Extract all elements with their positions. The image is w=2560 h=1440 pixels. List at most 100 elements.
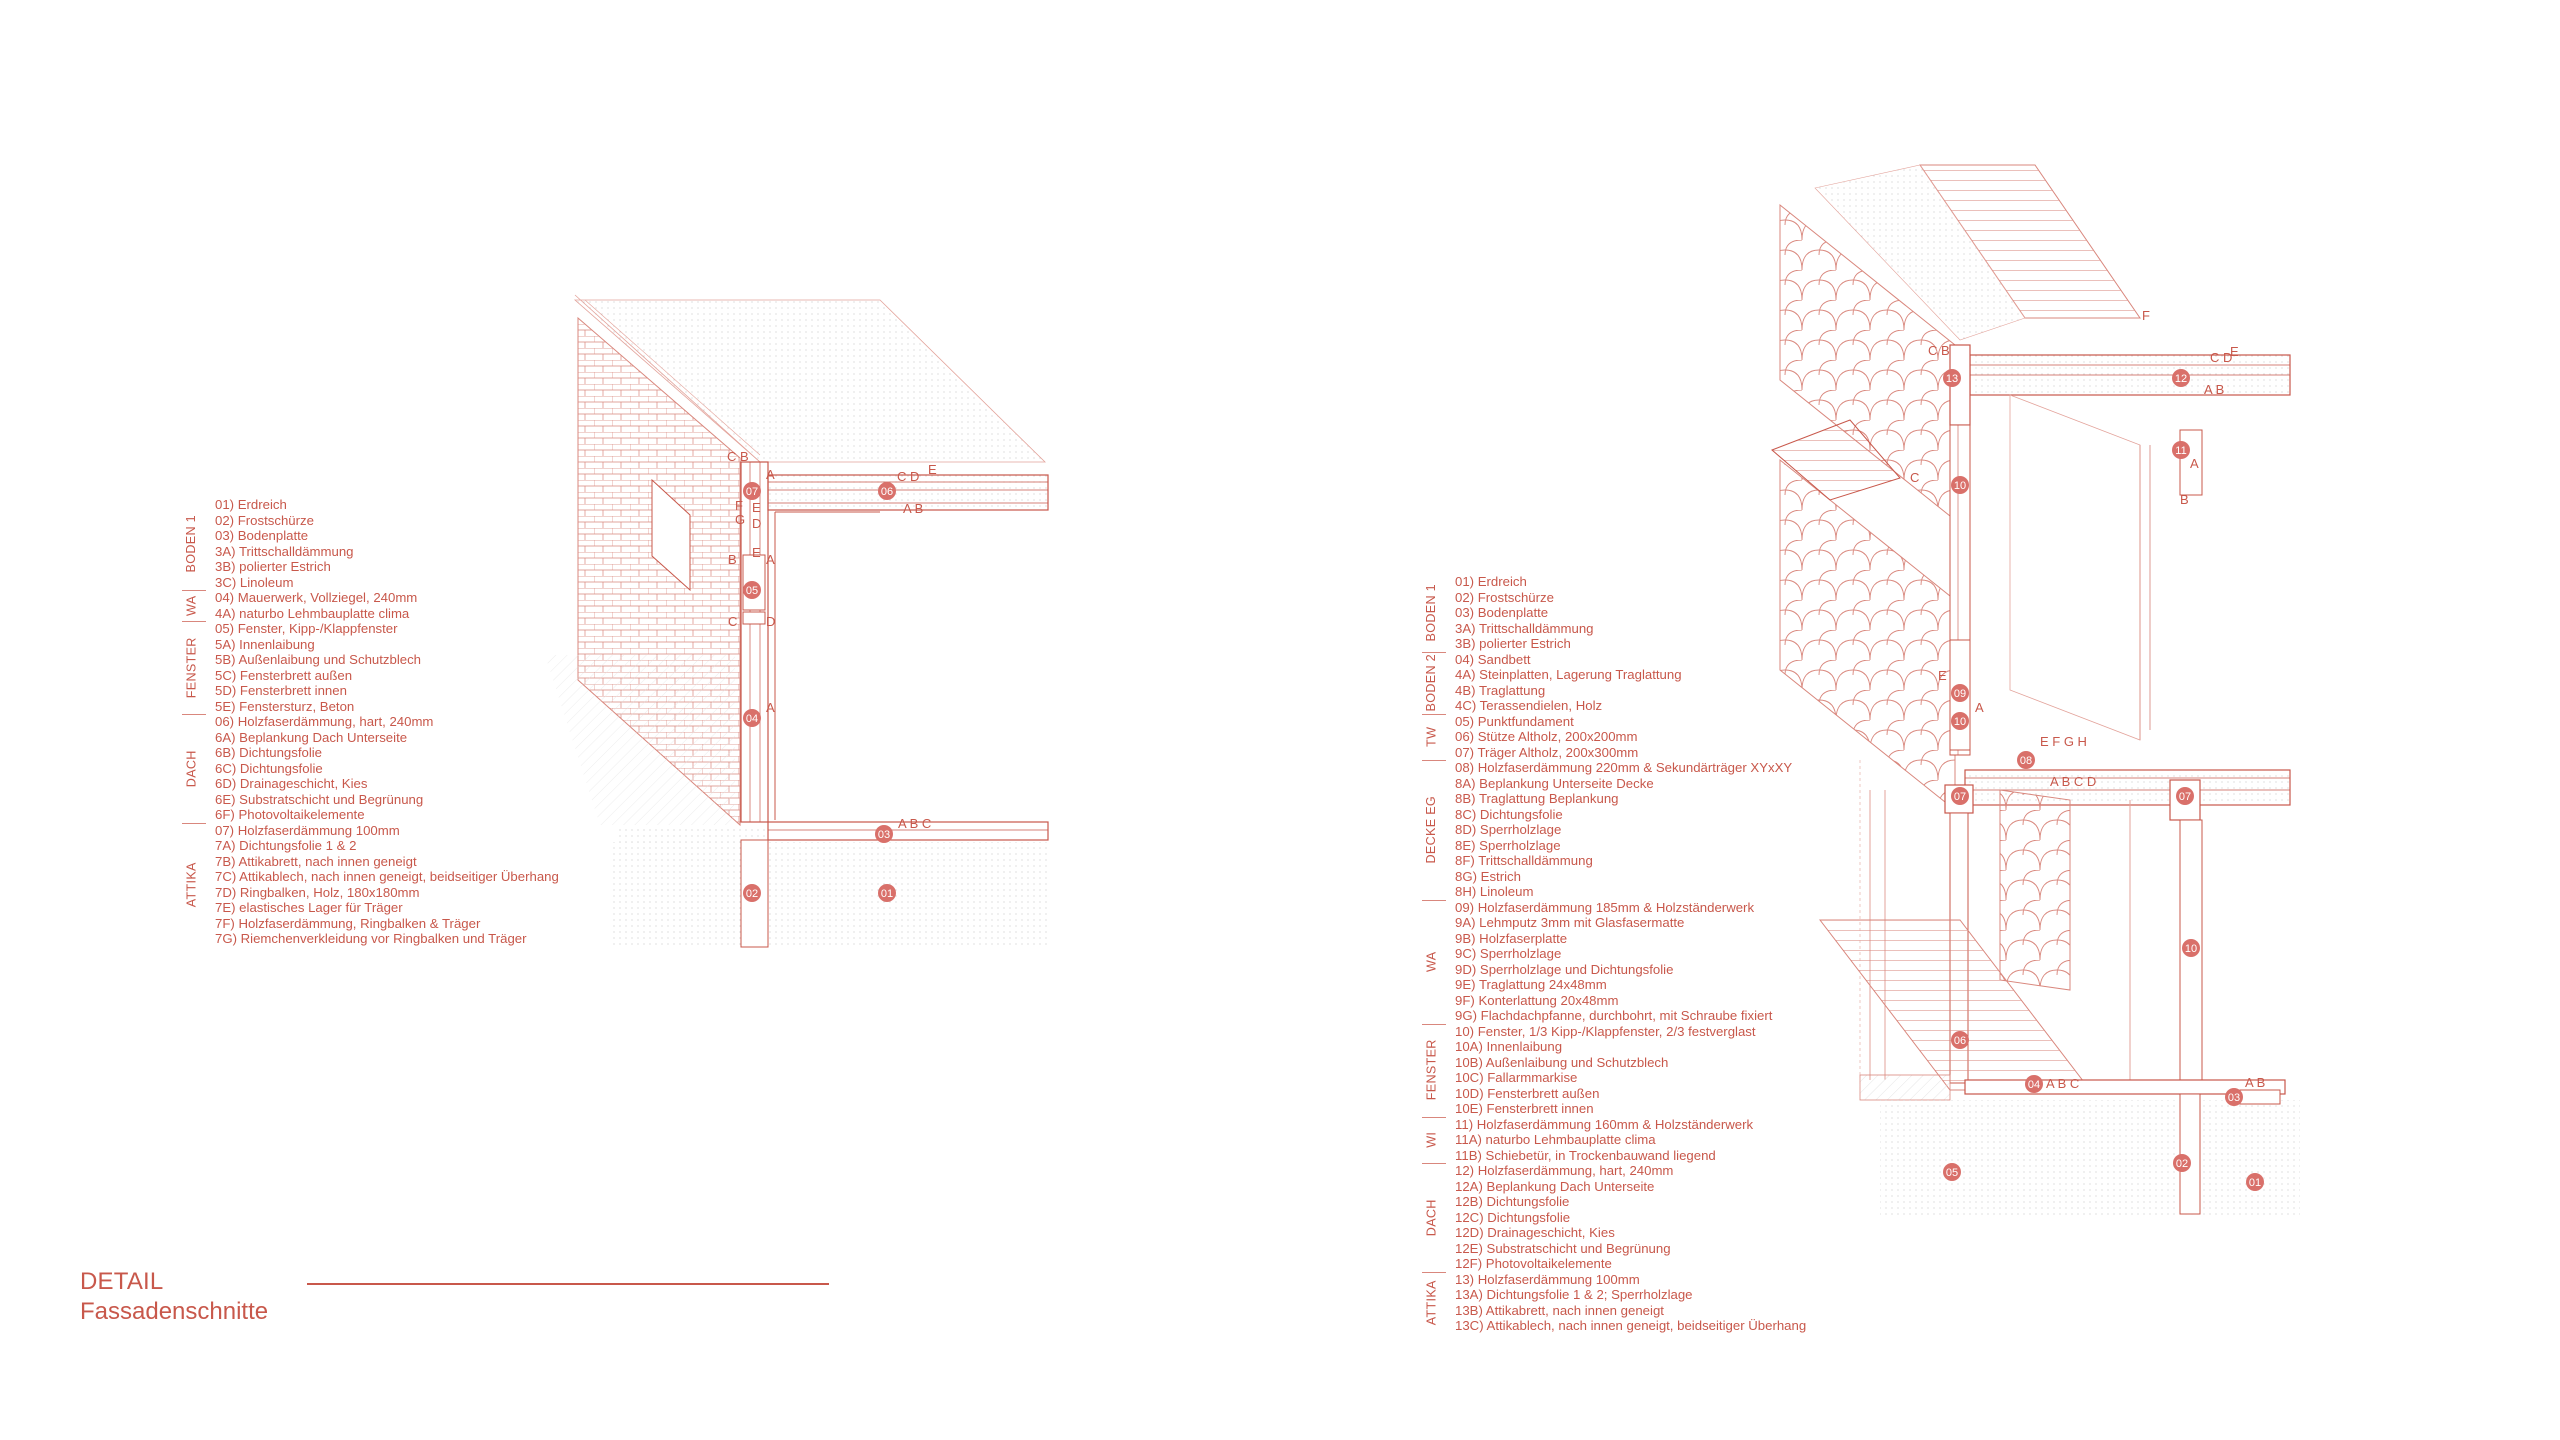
- legend-group-label-text: TW: [1424, 726, 1439, 747]
- svg-text:E: E: [1938, 668, 1947, 683]
- legend-item: 10B) Außenlaibung und Schutzblech: [1455, 1054, 1669, 1070]
- legend-group-label-text: DECKE EG: [1424, 796, 1439, 864]
- legend-group-label-text: BODEN 2: [1424, 653, 1439, 712]
- svg-text:B: B: [728, 552, 737, 567]
- legend-item: 13) Holzfaserdämmung 100mm: [1455, 1271, 1640, 1287]
- legend-item: 11A) naturbo Lehmbauplatte clima: [1455, 1132, 1656, 1147]
- legend-item: 7E) elastisches Lager für Träger: [215, 900, 403, 915]
- svg-text:A B: A B: [903, 501, 923, 516]
- legend-item: 06) Stütze Altholz, 200x200mm: [1455, 729, 1638, 744]
- svg-text:05: 05: [1946, 1167, 1958, 1179]
- legend-group-label: TW: [1422, 714, 1442, 761]
- legend-group-label: BODEN 1: [1422, 574, 1442, 652]
- legend-group-label: BODEN 1: [182, 497, 202, 590]
- legend-group-label: ATTIKA: [1422, 1272, 1442, 1334]
- legend-item: 13C) Attikablech, nach innen geneigt, be…: [1455, 1318, 1807, 1333]
- legend-item: 10D) Fensterbrett außen: [1455, 1085, 1600, 1101]
- legend-group-label: ATTIKA: [182, 823, 202, 947]
- svg-text:F: F: [2142, 308, 2150, 323]
- svg-text:10: 10: [1954, 716, 1966, 728]
- legend-item: 8D) Sperrholzlage: [1455, 822, 1562, 837]
- svg-text:04: 04: [746, 713, 758, 725]
- legend-item: 06) Holzfaserdämmung, hart, 240mm: [215, 714, 434, 729]
- legend-item: 8F) Trittschalldämmung: [1455, 853, 1593, 868]
- svg-text:01: 01: [881, 888, 893, 900]
- right-section-drawing: 01 02 03 04 05 06 07 07 08 09 10 10 10 1…: [1771, 164, 2300, 1215]
- svg-text:02: 02: [746, 888, 758, 900]
- legend-item: 9D) Sperrholzlage und Dichtungsfolie: [1455, 961, 1674, 977]
- legend-item: 9E) Traglattung 24x48mm: [1455, 977, 1607, 992]
- legend-item: 5E) Fenstersturz, Beton: [215, 698, 355, 714]
- legend-item: 7A) Dichtungsfolie 1 & 2: [215, 838, 357, 853]
- left-section-drawing: 01 02 03 04 05 06 07 A B C A B C D E C B…: [545, 294, 1049, 948]
- legend-group-label: WA: [1422, 900, 1442, 1024]
- legend-item: 8E) Sperrholzlage: [1455, 837, 1561, 853]
- legend-item: 3A) Trittschalldämmung: [1455, 620, 1594, 636]
- svg-text:C B: C B: [1928, 343, 1950, 358]
- legend-item: 05) Punktfundament: [1455, 713, 1574, 729]
- svg-text:A: A: [2190, 456, 2199, 471]
- legend-item: 9A) Lehmputz 3mm mit Glasfasermatte: [1455, 915, 1685, 930]
- legend-group-label-text: WA: [184, 595, 199, 616]
- legend-item: 07) Holzfaserdämmung 100mm: [215, 822, 400, 838]
- legend-item: 6D) Drainageschicht, Kies: [215, 776, 368, 791]
- legend-item: 10) Fenster, 1/3 Kipp-/Klappfenster, 2/3…: [1455, 1023, 1756, 1039]
- legend-item: 02) Frostschürze: [215, 512, 314, 528]
- svg-text:D: D: [752, 516, 761, 531]
- svg-text:02: 02: [2176, 1158, 2188, 1170]
- legend-item: 05) Fenster, Kipp-/Klappfenster: [215, 621, 398, 636]
- title-block: DETAIL Fassadenschnitte: [80, 1267, 268, 1327]
- legend-group-label-text: ATTIKA: [184, 862, 199, 907]
- svg-text:F: F: [735, 498, 743, 513]
- legend-item: 3B) polierter Estrich: [1455, 636, 1571, 651]
- legend-item: 5C) Fensterbrett außen: [215, 667, 353, 683]
- legend-item: 5D) Fensterbrett innen: [215, 683, 347, 698]
- svg-text:03: 03: [2228, 1092, 2240, 1104]
- legend-item: 5B) Außenlaibung und Schutzblech: [215, 652, 422, 667]
- svg-text:10: 10: [1954, 480, 1966, 492]
- legend-group-label-text: DACH: [1424, 1198, 1439, 1236]
- legend-item: 01) Erdreich: [1455, 574, 1527, 589]
- svg-text:06: 06: [881, 486, 893, 498]
- svg-text:A: A: [766, 700, 775, 715]
- legend-group-label-text: WI: [1424, 1131, 1439, 1148]
- legend-item: 6C) Dichtungsfolie: [215, 760, 323, 776]
- svg-text:07: 07: [1954, 791, 1966, 803]
- legend-item: 6E) Substratschicht und Begrünung: [215, 791, 424, 807]
- legend-item: 12E) Substratschicht und Begrünung: [1455, 1240, 1671, 1256]
- svg-text:A: A: [1975, 700, 1984, 715]
- svg-text:07: 07: [2179, 791, 2191, 803]
- legend-item: 6A) Beplankung Dach Unterseite: [215, 729, 408, 745]
- legend-item: 12C) Dichtungsfolie: [1455, 1209, 1571, 1225]
- legend-group-label: WI: [1422, 1117, 1442, 1164]
- svg-text:C D: C D: [897, 469, 919, 484]
- legend-group-label-text: BODEN 1: [1424, 584, 1439, 642]
- legend-item: 7C) Attikablech, nach innen geneigt, bei…: [215, 869, 559, 884]
- svg-text:A B: A B: [2204, 382, 2224, 397]
- legend-group-label-text: WA: [1424, 951, 1439, 972]
- svg-text:06: 06: [1954, 1035, 1966, 1047]
- legend-item: 3B) polierter Estrich: [215, 559, 331, 574]
- svg-text:E: E: [752, 545, 761, 560]
- legend-group-label: BODEN 2: [1422, 652, 1442, 714]
- legend-item: 9G) Flachdachpfanne, durchbohrt, mit Sch…: [1455, 1008, 1773, 1023]
- legend-item: 04) Sandbett: [1455, 651, 1531, 667]
- legend-item: 9C) Sperrholzlage: [1455, 946, 1562, 961]
- legend-item: 9F) Konterlattung 20x48mm: [1455, 992, 1619, 1008]
- legend-item: 12F) Photovoltaikelemente: [1455, 1256, 1612, 1271]
- legend-group-label-text: DACH: [184, 749, 199, 787]
- svg-text:C D: C D: [2210, 350, 2232, 365]
- legend-item: 10A) Innenlaibung: [1455, 1039, 1563, 1054]
- legend-item: 8G) Estrich: [1455, 868, 1521, 884]
